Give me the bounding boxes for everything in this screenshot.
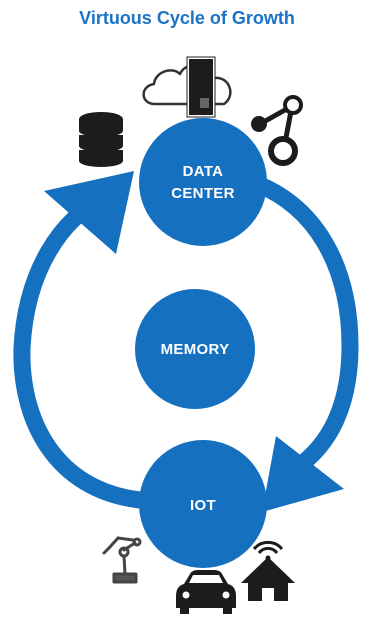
robot-arm-icon xyxy=(102,536,142,584)
smart-home-icon xyxy=(241,540,295,601)
data-center-node xyxy=(139,118,267,246)
database-icon xyxy=(79,112,123,167)
data-center-label-line2: CENTER xyxy=(171,185,234,202)
cycle-arrowhead-right xyxy=(262,436,344,512)
memory-node xyxy=(135,289,255,409)
car-icon xyxy=(176,570,236,614)
memory-label: MEMORY xyxy=(161,341,230,358)
diagram-title: Virtuous Cycle of Growth xyxy=(79,8,295,28)
cycle-arrow-left xyxy=(13,190,142,509)
cycle-arrowhead-left xyxy=(44,171,134,254)
data-center-label-line1: DATA xyxy=(183,163,224,180)
iot-label: IOT xyxy=(190,497,216,514)
iot-node xyxy=(139,440,267,568)
network-share-icon xyxy=(251,95,303,166)
cloud-server-icon xyxy=(142,56,232,118)
cycle-arrow-right xyxy=(237,169,359,476)
